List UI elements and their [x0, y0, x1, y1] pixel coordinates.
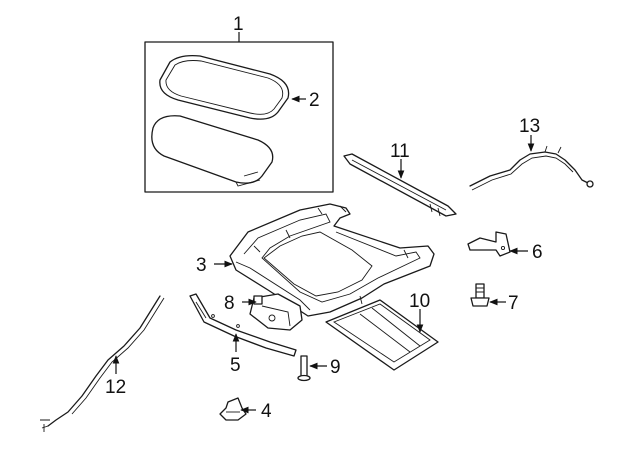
part-11-rail: [343, 153, 457, 217]
part-10-sunshade: [325, 299, 439, 371]
part-8-motor: [249, 293, 303, 331]
callout-3: 3: [196, 255, 207, 276]
part-6-bracket: [467, 231, 511, 257]
part-3-frame: [229, 203, 435, 317]
callout-7: 7: [508, 293, 519, 314]
callout-8: 8: [224, 293, 235, 314]
callout-2: 2: [309, 90, 320, 111]
callout-10: 10: [409, 291, 430, 312]
callout-13: 13: [519, 116, 540, 137]
part-13-drain-hose: [469, 145, 594, 191]
callout-11: 11: [390, 141, 410, 162]
part-1-glass-kit: [144, 41, 334, 193]
glass-panel: [151, 115, 274, 187]
callout-9: 9: [330, 357, 341, 378]
part-7-bolt: [470, 283, 490, 307]
part-12-drain-hose: [40, 295, 165, 432]
callout-4: 4: [261, 401, 272, 422]
callout-12: 12: [105, 377, 126, 398]
callout-leaders: [112, 32, 535, 414]
part-9-pin: [297, 355, 311, 382]
part-5-strip: [189, 293, 297, 357]
callout-6: 6: [532, 242, 543, 263]
callout-5: 5: [230, 355, 241, 376]
part-2-seal: [159, 54, 290, 120]
callout-1: 1: [233, 14, 244, 35]
part-4-clip: [219, 397, 247, 421]
